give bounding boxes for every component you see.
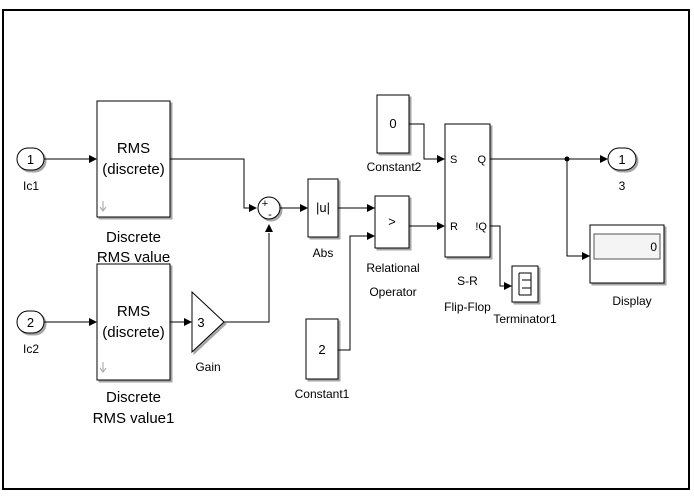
ff-port-nq: !Q — [475, 221, 487, 233]
diagram-frame — [2, 9, 690, 490]
display-value: 0 — [650, 240, 657, 254]
gain-value: 3 — [197, 315, 204, 330]
rms1-name-line1: Discrete — [106, 229, 161, 246]
wire-constant1-relop[interactable] — [338, 235, 367, 351]
abs-name: Abs — [313, 246, 334, 260]
ff-port-r: R — [450, 221, 458, 233]
wire-ff-q-display[interactable] — [566, 159, 582, 257]
terminator-icon — [518, 272, 532, 296]
constant1-block[interactable]: 2 Constant1 — [295, 318, 350, 401]
terminator-name: Terminator1 — [493, 312, 557, 326]
rms-discrete-block-1[interactable]: RMS (discrete) Discrete RMS value — [96, 100, 171, 266]
sum-plus-sign: + — [262, 198, 268, 210]
display-block[interactable]: 0 Display — [589, 224, 665, 308]
sum-minus-sign: - — [268, 209, 272, 221]
constant2-block[interactable]: 0 Constant2 — [367, 94, 422, 174]
inport-ic2[interactable]: 2 Ic2 — [16, 310, 45, 356]
rms1-line2: (discrete) — [102, 161, 165, 178]
outport-block[interactable]: 1 3 — [607, 147, 637, 193]
relop-name-line2: Operator — [369, 285, 416, 299]
rms1-line1: RMS — [117, 140, 150, 157]
terminator-block[interactable]: Terminator1 — [493, 265, 557, 326]
relational-operator-block[interactable]: > Relational Operator — [366, 195, 420, 299]
down-arrow-icon — [99, 201, 107, 212]
signal-lines — [44, 123, 608, 351]
outport-name: 3 — [619, 179, 626, 193]
sum-block[interactable]: + - — [257, 196, 281, 221]
relop-content: > — [388, 214, 396, 229]
rms-discrete-block-2[interactable]: RMS (discrete) Discrete RMS value1 — [93, 263, 175, 427]
outport-number: 1 — [618, 152, 625, 167]
wire-gain-sum[interactable] — [224, 233, 270, 323]
inport-ic1-label: Ic1 — [23, 179, 39, 193]
constant2-value: 0 — [389, 116, 396, 131]
ff-port-q: Q — [477, 154, 486, 166]
display-name: Display — [612, 294, 651, 308]
inport-ic2-number: 2 — [27, 315, 34, 330]
constant1-name: Constant1 — [295, 387, 350, 401]
wire-ff-nq-terminator[interactable] — [490, 225, 504, 287]
wire-constant2-ff-s[interactable] — [409, 123, 437, 160]
ff-name-line2: Flip-Flop — [444, 300, 491, 314]
gain-name: Gain — [195, 360, 220, 374]
abs-content: |u| — [316, 200, 330, 215]
inport-ic1[interactable]: 1 Ic1 — [16, 147, 45, 193]
rms2-line2: (discrete) — [102, 324, 165, 341]
inport-ic2-label: Ic2 — [23, 342, 39, 356]
sr-flip-flop-block[interactable]: S R Q !Q S-R Flip-Flop — [444, 123, 491, 314]
ff-port-s: S — [450, 154, 457, 166]
down-arrow-icon — [99, 362, 107, 373]
ff-name-line1: S-R — [457, 274, 478, 288]
rms2-name-line1: Discrete — [106, 389, 161, 406]
abs-block[interactable]: |u| Abs — [307, 178, 339, 260]
rms2-name-line2: RMS value1 — [93, 410, 175, 427]
gain-block[interactable]: 3 Gain — [191, 290, 225, 374]
constant1-value: 2 — [318, 342, 325, 357]
inport-ic1-number: 1 — [27, 152, 34, 167]
rms1-name-line2: RMS value — [97, 249, 170, 266]
constant2-name: Constant2 — [367, 160, 422, 174]
display-readout — [593, 233, 661, 260]
rms2-line1: RMS — [117, 303, 150, 320]
relop-name-line1: Relational — [366, 261, 419, 275]
wire-rms1-sum[interactable] — [170, 158, 249, 209]
